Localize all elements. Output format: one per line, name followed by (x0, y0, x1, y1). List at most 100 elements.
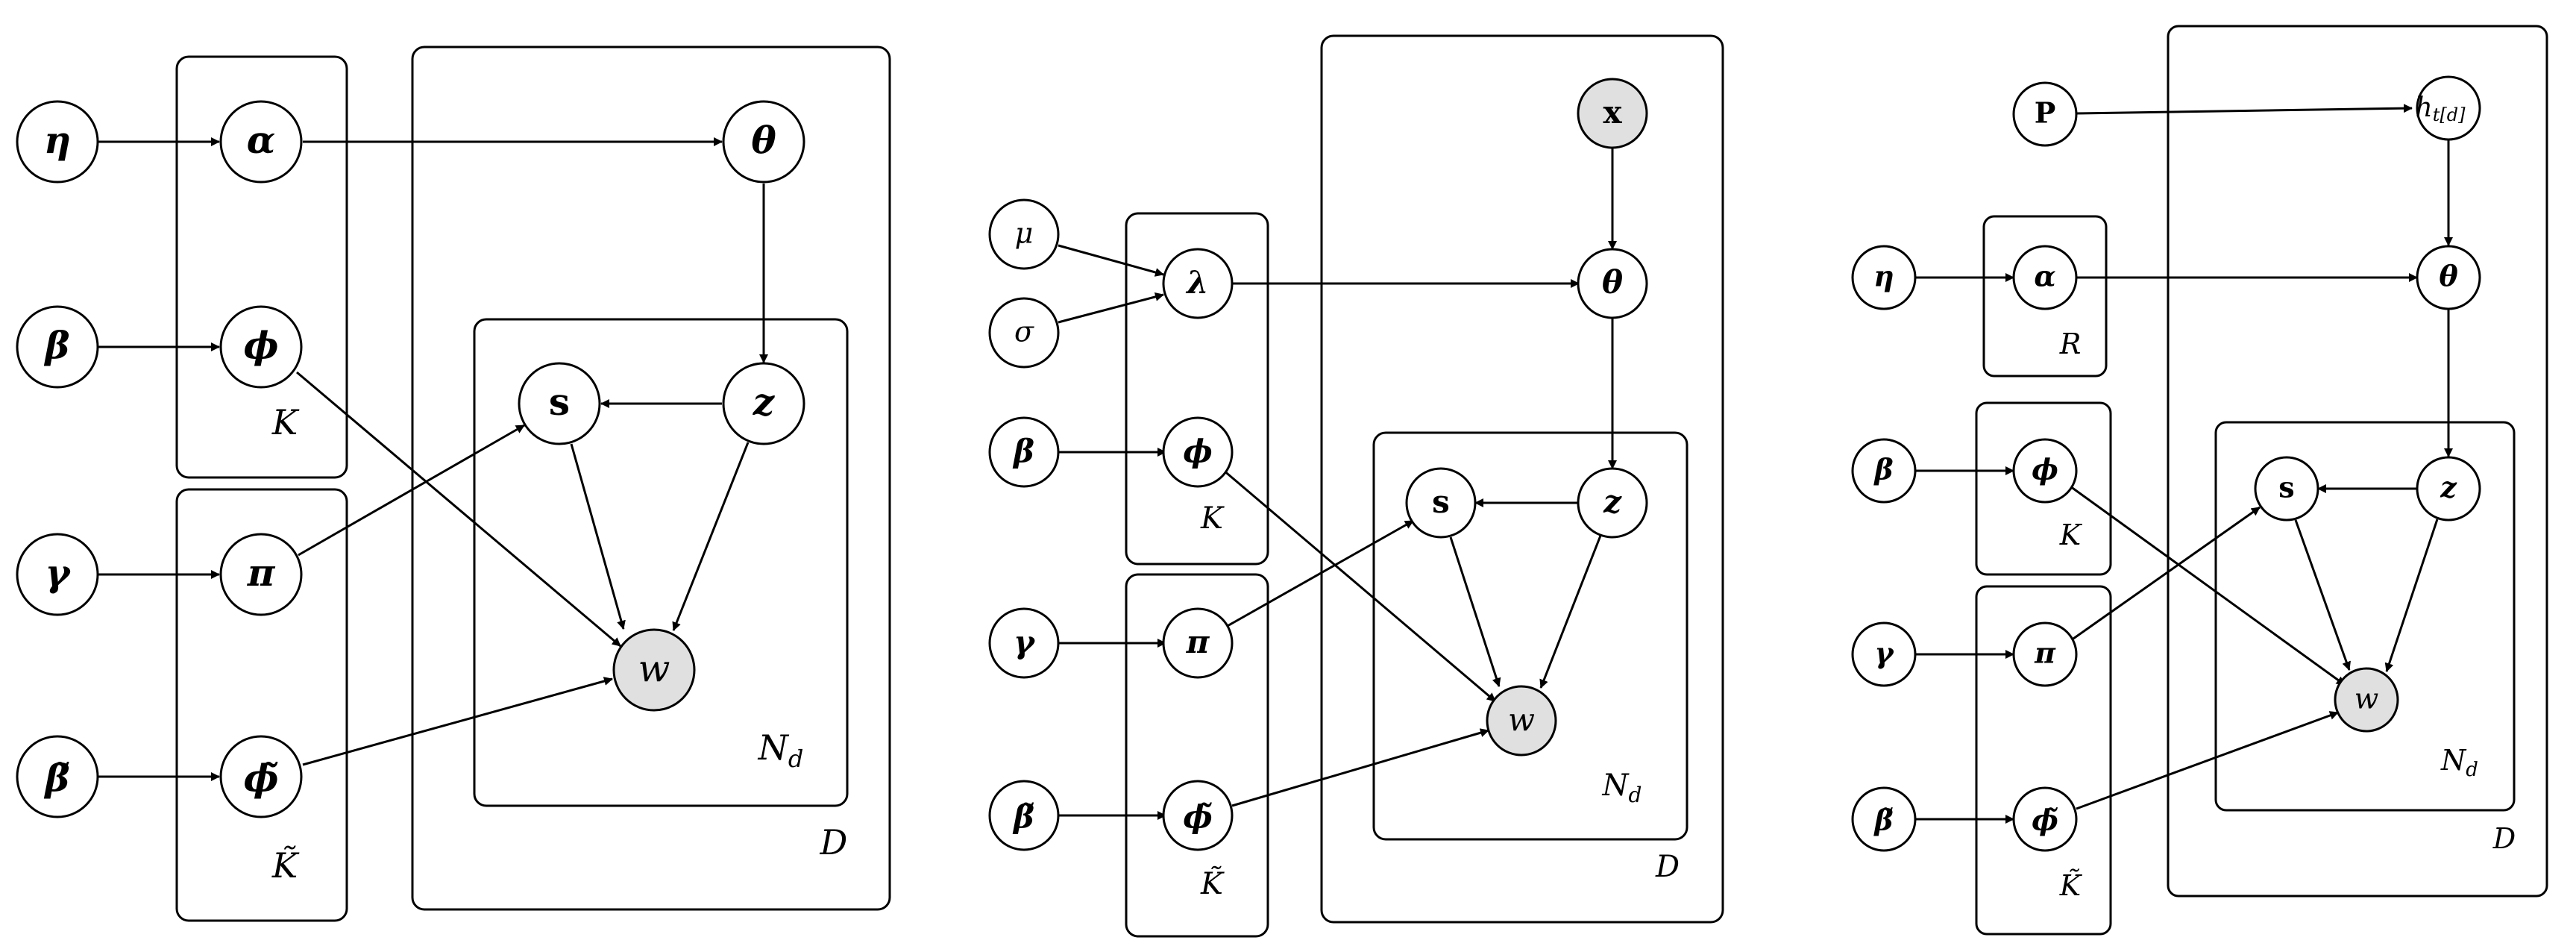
edge-s-w (570, 443, 626, 630)
edge-s-w (2294, 519, 2351, 671)
node-s: s (518, 362, 601, 445)
plate-K (175, 55, 348, 479)
plate-label-D: D (2492, 822, 2516, 855)
svg-text:β: β (43, 323, 69, 367)
node-P: P (2012, 81, 2078, 147)
node-phi: ϕ (219, 305, 303, 389)
svg-text:η: η (44, 118, 71, 162)
Nd-main: N (2440, 744, 2467, 777)
edge-z-w (1539, 535, 1602, 689)
svg-text:z: z (2440, 471, 2457, 504)
node-phi: ϕ (1162, 416, 1234, 488)
node-alpha: α (219, 100, 303, 184)
edge-P-h (2075, 104, 2413, 115)
edge-pi-s (2073, 506, 2261, 640)
svg-text:θ: θ (1602, 264, 1623, 301)
plate-K-tilde (1975, 585, 2112, 936)
node-w: w (612, 628, 696, 712)
node-beta: β (988, 416, 1060, 488)
plate-label-K: K (271, 402, 300, 442)
node-phi-tilde: ϕ̃ (2012, 786, 2078, 852)
svg-text:w: w (1508, 701, 1535, 738)
svg-text:s: s (2278, 471, 2294, 504)
plate-label-Nd: Nd (758, 727, 804, 773)
edge-pi-s (298, 424, 525, 557)
plate-R (1982, 215, 2108, 378)
svg-text:ϕ: ϕ (1183, 433, 1213, 469)
plate-Nd (2214, 421, 2516, 812)
plate-label-D: D (820, 822, 848, 862)
svg-text:s: s (1432, 483, 1450, 520)
svg-text:ϕ: ϕ (243, 323, 278, 367)
node-alpha: α (2012, 245, 2078, 310)
svg-text:ϕ̃: ϕ̃ (243, 756, 278, 800)
plate-label-K-tilde: K̃ (2059, 869, 2083, 902)
edge-phi-w (296, 371, 621, 648)
node-eta: η (1851, 245, 1917, 310)
plate-K (1125, 212, 1269, 566)
node-w: w (1486, 685, 1557, 757)
node-beta: β (1851, 438, 1917, 504)
plate-D (1320, 34, 1724, 924)
svg-text:P: P (2035, 96, 2056, 130)
svg-text:γ: γ (1874, 636, 1894, 670)
svg-text:ht[d]: ht[d] (2416, 93, 2466, 125)
node-beta-tilde: β̃ (1851, 786, 1917, 852)
edge-z-w (672, 442, 750, 631)
node-eta: η (16, 100, 99, 184)
plate-label-Nd: Nd (1602, 768, 1642, 807)
svg-text:γ: γ (45, 551, 71, 595)
edge-s-w (1449, 536, 1501, 687)
svg-text:z: z (1603, 483, 1622, 520)
node-theta: θ (1577, 248, 1648, 319)
plate-Nd (1372, 431, 1688, 841)
svg-text:s: s (549, 380, 570, 424)
node-pi: π (219, 533, 303, 616)
node-mu: μ (988, 198, 1060, 270)
node-beta-tilde: β̃ (988, 780, 1060, 851)
edge-phi-w (2070, 485, 2346, 686)
node-lambda: λ (1162, 248, 1234, 319)
node-z: z (2416, 456, 2481, 522)
plate-K (1975, 401, 2112, 576)
node-w: w (2334, 667, 2399, 733)
edge-mu-lambda (1058, 244, 1164, 277)
svg-text:θ: θ (2439, 260, 2458, 293)
svg-text:β̃: β̃ (1012, 798, 1034, 835)
svg-text:β̃: β̃ (43, 756, 69, 800)
node-beta-tilde: β̃ (16, 735, 99, 818)
node-pi: π (2012, 621, 2078, 687)
svg-text:ϕ̃: ϕ̃ (2032, 804, 2058, 837)
node-pi: π (1162, 607, 1234, 679)
node-s: s (1405, 467, 1477, 539)
node-phi: ϕ (2012, 438, 2078, 504)
edge-z-w (2384, 519, 2439, 672)
plate-K-tilde (1125, 573, 1269, 938)
plate-D (2167, 25, 2548, 898)
edge-phitilde-w (2076, 711, 2339, 810)
edge-sigma-lambda (1058, 292, 1164, 324)
diagram-3: P η β γ β̃ α ϕ π ϕ̃ ht[d] θ z s w R K K̃… (1851, 25, 2548, 936)
Nd-sub: d (1629, 783, 1642, 807)
diagram-2: μ σ β γ β̃ λ ϕ π ϕ̃ x θ z s w K K̃ Nd D (988, 34, 1724, 938)
svg-text:α: α (247, 118, 275, 162)
Nd-main: N (758, 727, 790, 768)
svg-text:α: α (2034, 260, 2055, 293)
node-phi-tilde: ϕ̃ (219, 735, 303, 818)
svg-text:z: z (753, 380, 776, 424)
svg-text:σ: σ (1014, 316, 1034, 348)
edge-phitilde-w (1231, 728, 1489, 807)
node-beta: β (16, 305, 99, 389)
svg-text:x: x (1603, 94, 1622, 131)
svg-text:μ: μ (1015, 217, 1034, 250)
svg-text:ϕ̃: ϕ̃ (1183, 798, 1213, 835)
node-sigma: σ (988, 297, 1060, 369)
plate-label-R: R (2059, 328, 2082, 360)
node-theta: θ (2416, 245, 2481, 310)
plate-K-tilde (175, 488, 348, 922)
svg-text:λ: λ (1185, 264, 1208, 301)
node-x: x (1577, 78, 1648, 149)
node-s: s (2254, 456, 2319, 522)
plate-label-D: D (1655, 850, 1680, 884)
svg-text:w: w (638, 647, 670, 690)
